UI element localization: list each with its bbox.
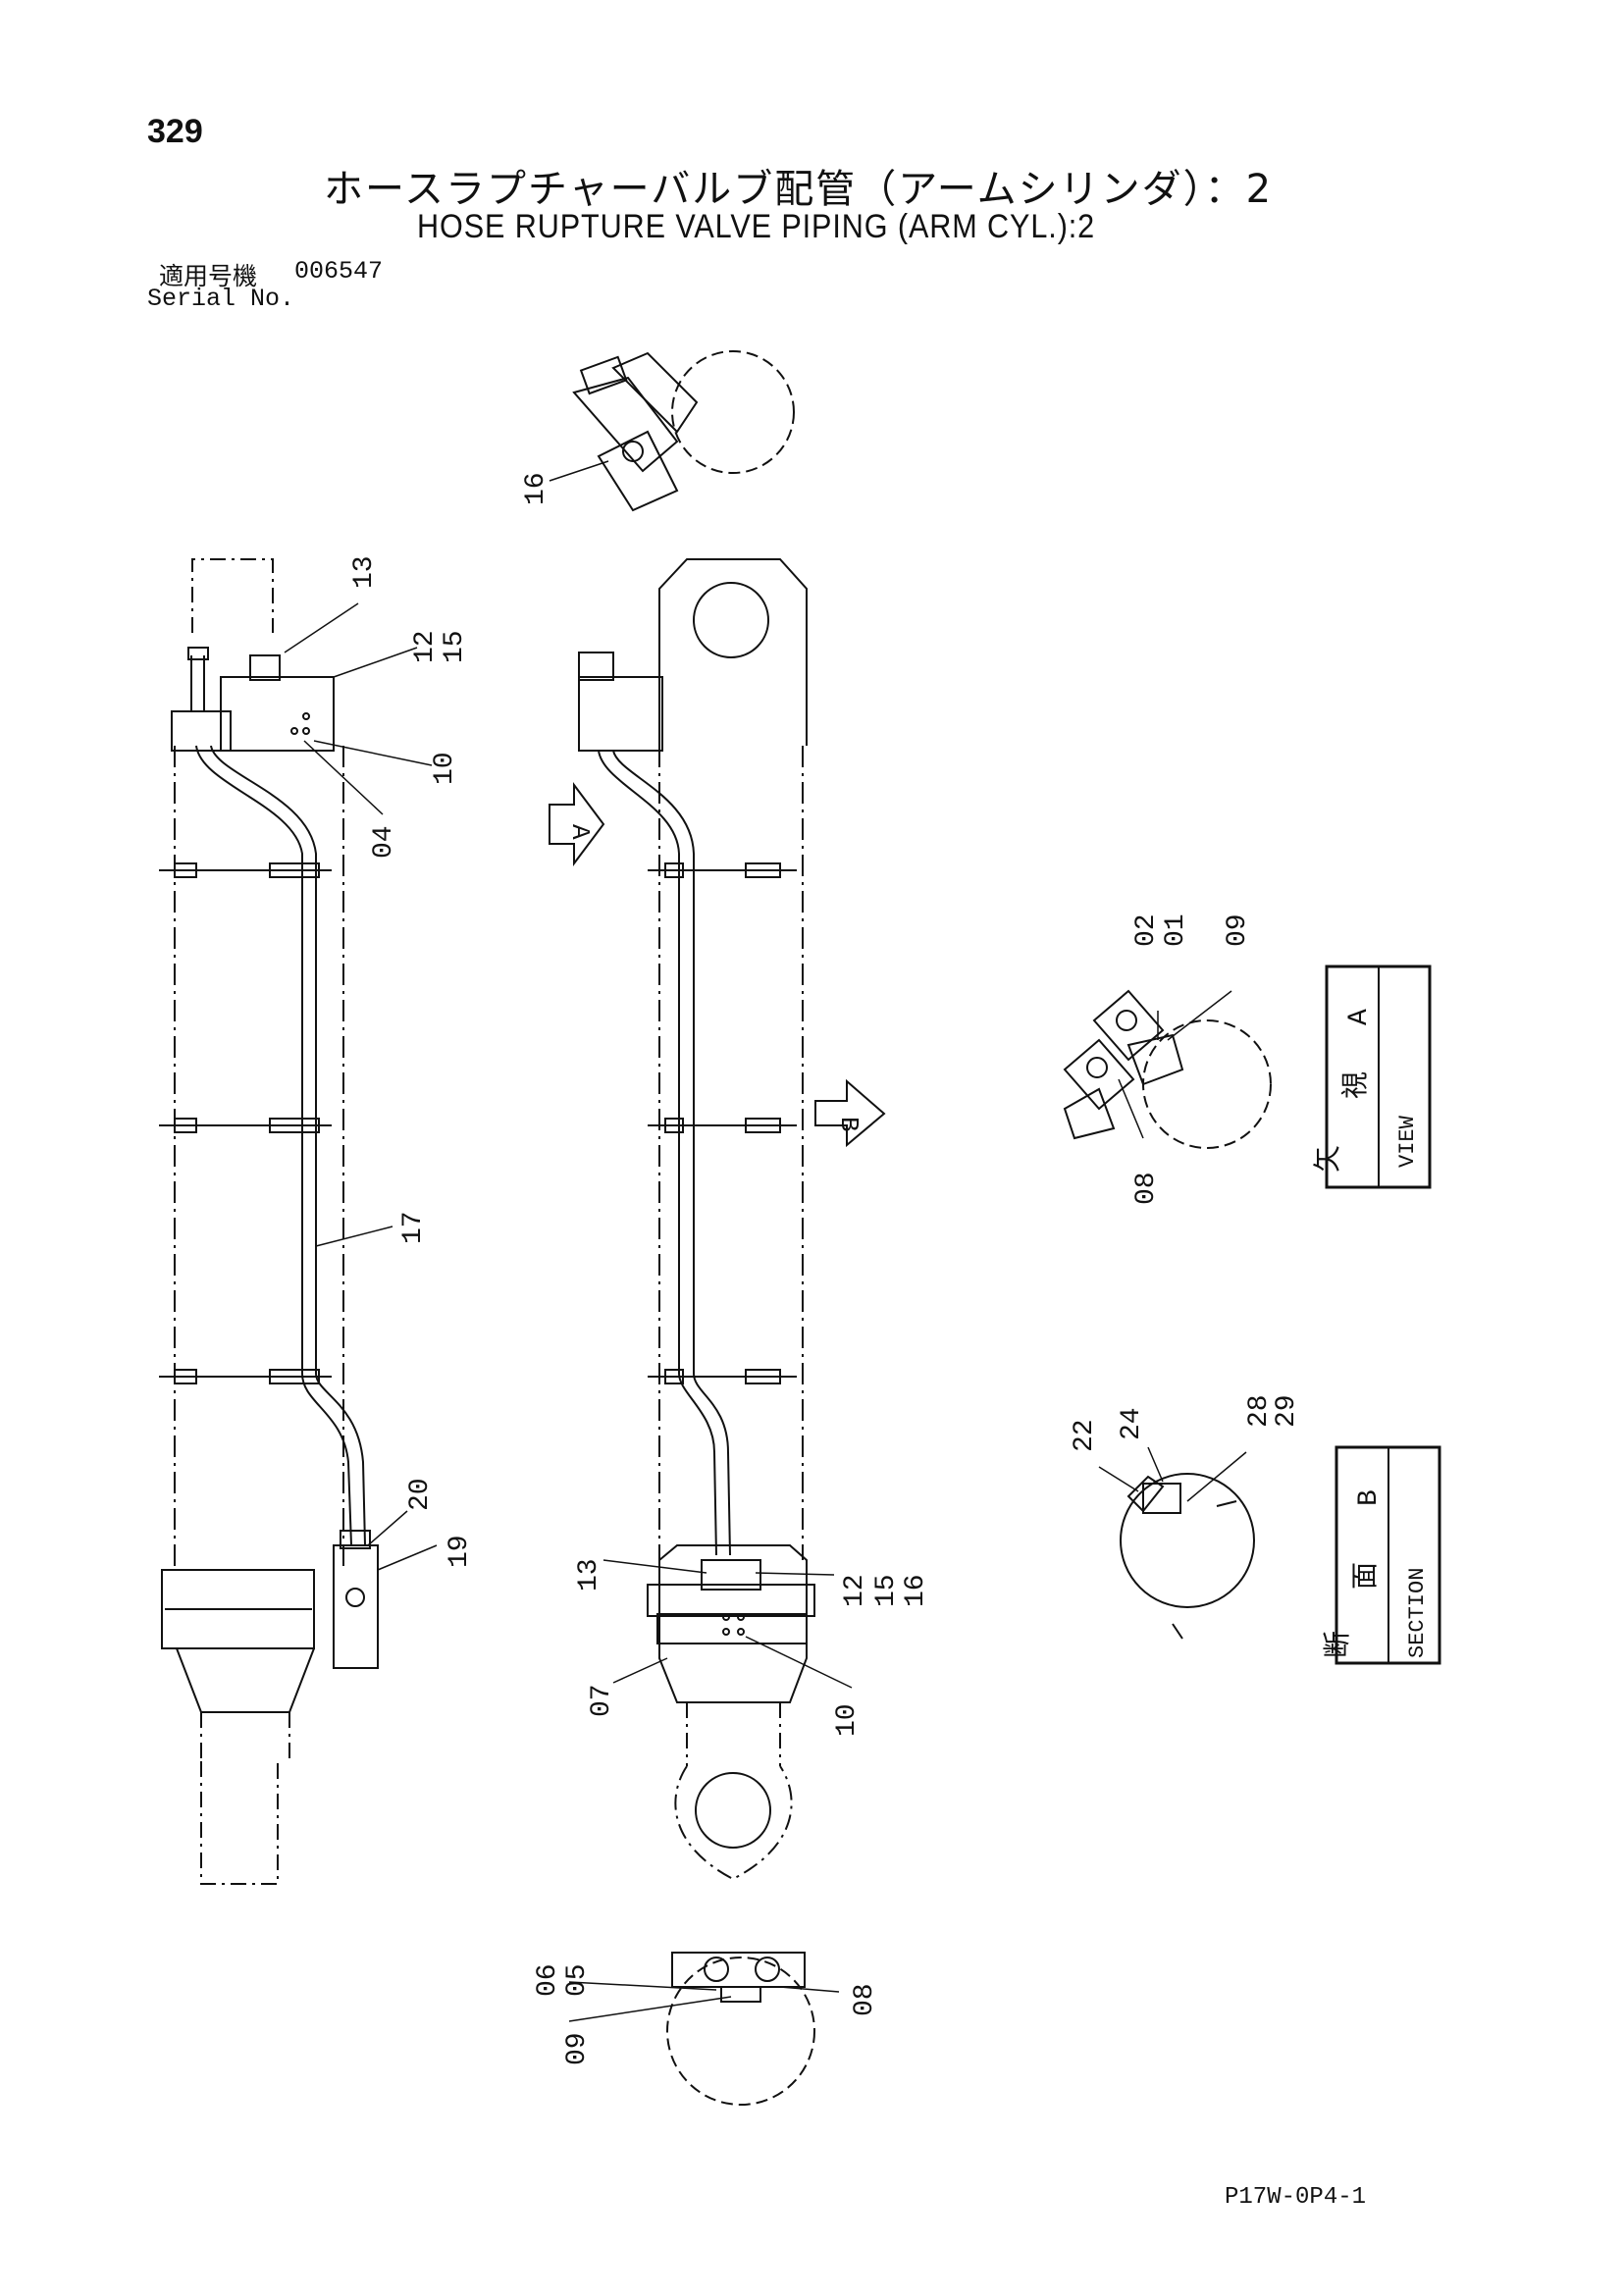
callout-numbers: 13 12 15 10 04 17 20 19 16 13 12 15 16 0… (349, 472, 1302, 2065)
callout-16-mid: 16 (901, 1574, 931, 1607)
middle-arm-cylinder (578, 558, 815, 1881)
callout-17: 17 (398, 1211, 429, 1244)
section-b-en: SECTION (1405, 1568, 1430, 1658)
callout-08-bottom: 08 (850, 1983, 880, 2016)
arrow-b-label: B (834, 1117, 864, 1132)
callout-22: 22 (1070, 1419, 1100, 1452)
section-b-jp-1: 断 (1322, 1631, 1355, 1658)
callout-24: 24 (1117, 1407, 1147, 1440)
view-a-detail (1063, 965, 1432, 1189)
view-a-letter: A (1344, 1009, 1375, 1025)
callout-09-bottom: 09 (562, 2032, 593, 2065)
top-valve-detail (572, 350, 795, 512)
callout-06: 06 (533, 1963, 563, 1997)
left-arm-cylinder (159, 558, 379, 1885)
section-b-detail (1120, 1445, 1441, 1665)
callout-12: 12 (410, 630, 441, 663)
callout-19: 19 (445, 1535, 475, 1568)
section-b-letter: B (1354, 1489, 1385, 1506)
callout-20: 20 (405, 1478, 436, 1511)
callout-09-view-a: 09 (1223, 913, 1253, 947)
serial-label-english: Serial No. (147, 285, 295, 313)
serial-number: 006547 (294, 257, 384, 286)
drawing-code: P17W-0P4-1 (1225, 2184, 1367, 2211)
view-a-jp-2: 視 (1339, 1071, 1373, 1099)
callout-08-view-a: 08 (1131, 1172, 1162, 1205)
bottom-valve-detail (666, 1952, 815, 2106)
callout-02: 02 (1131, 913, 1162, 947)
arrow-a-label: A (565, 824, 595, 840)
callout-13-mid: 13 (574, 1558, 604, 1592)
callout-01: 01 (1161, 913, 1191, 947)
section-arrow-b (814, 1078, 886, 1148)
view-a-en: VIEW (1395, 1115, 1420, 1168)
serial-label-japanese: 適用号機 (159, 262, 258, 290)
callout-04: 04 (369, 825, 399, 859)
view-arrow-a (549, 782, 605, 866)
callout-16-top: 16 (521, 472, 551, 505)
callout-13: 13 (349, 555, 380, 589)
callout-10: 10 (430, 752, 460, 785)
page-title-japanese: ホースラプチャーバルブ配管（アームシリンダ）：2 (324, 167, 1274, 212)
callout-07-mid: 07 (587, 1684, 617, 1717)
callout-28: 28 (1244, 1394, 1275, 1428)
page-number: 329 (147, 113, 203, 150)
callout-15: 15 (440, 630, 470, 663)
callout-05: 05 (562, 1963, 593, 1997)
callout-10-mid: 10 (832, 1703, 863, 1737)
callout-29: 29 (1272, 1394, 1302, 1428)
view-a-jp-1: 矢 (1312, 1145, 1345, 1173)
section-b-jp-2: 面 (1351, 1562, 1383, 1590)
callout-12-mid: 12 (840, 1574, 870, 1607)
callout-15-mid: 15 (871, 1574, 902, 1607)
page-title-english: HOSE RUPTURE VALVE PIPING (ARM CYL.):2 (417, 208, 1096, 245)
leader-lines (284, 460, 1247, 2022)
